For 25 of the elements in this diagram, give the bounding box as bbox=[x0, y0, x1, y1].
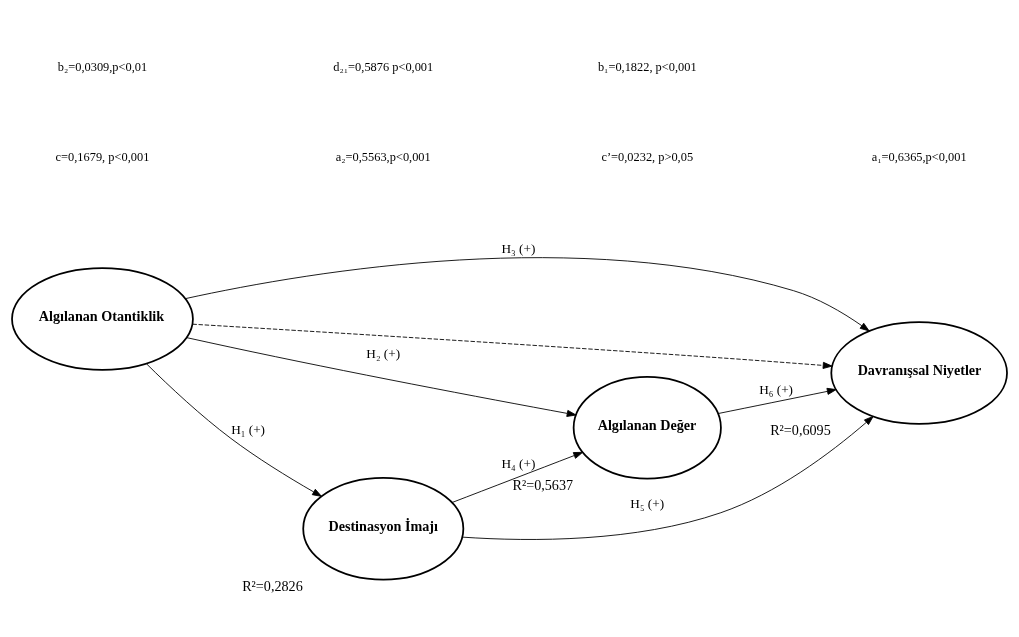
edge-label: H₂ (+) bbox=[366, 345, 401, 361]
node-label: R²=0,5637 bbox=[512, 476, 574, 493]
label: a₁=0,6365,p<0,001 bbox=[871, 150, 967, 165]
label: c=0,1679, p<0,001 bbox=[55, 150, 150, 165]
arrow bbox=[451, 451, 584, 503]
edge-label: H₆ (+) bbox=[759, 382, 794, 398]
label: d₂₁=0,5876 p<0,001 bbox=[333, 59, 434, 74]
arrow bbox=[192, 323, 833, 369]
label: a₂=0,5563,p<0,001 bbox=[335, 150, 431, 165]
arrow bbox=[145, 363, 322, 497]
label: b₂=0,0309,p<0,01 bbox=[57, 59, 148, 74]
node-ellipse: Algılanan Otantiklik bbox=[11, 267, 194, 371]
arrow bbox=[185, 257, 870, 332]
label: b₁=0,1822, p<0,001 bbox=[597, 59, 697, 74]
node-ellipse: Destinasyon İmajı bbox=[302, 476, 465, 581]
arrow bbox=[461, 416, 874, 540]
arrow bbox=[717, 387, 837, 414]
label: c’=0,0232, p>0,05 bbox=[601, 150, 694, 165]
arrow bbox=[186, 337, 577, 417]
node-label: R²=0,2826 bbox=[242, 577, 303, 594]
edge-label: H₅ (+) bbox=[630, 496, 665, 512]
edge-label: H₁ (+) bbox=[231, 421, 266, 437]
edge-label: H₃ (+) bbox=[501, 240, 536, 256]
edge-label: H₄ (+) bbox=[501, 455, 536, 471]
node-label: R²=0,6095 bbox=[770, 422, 831, 439]
